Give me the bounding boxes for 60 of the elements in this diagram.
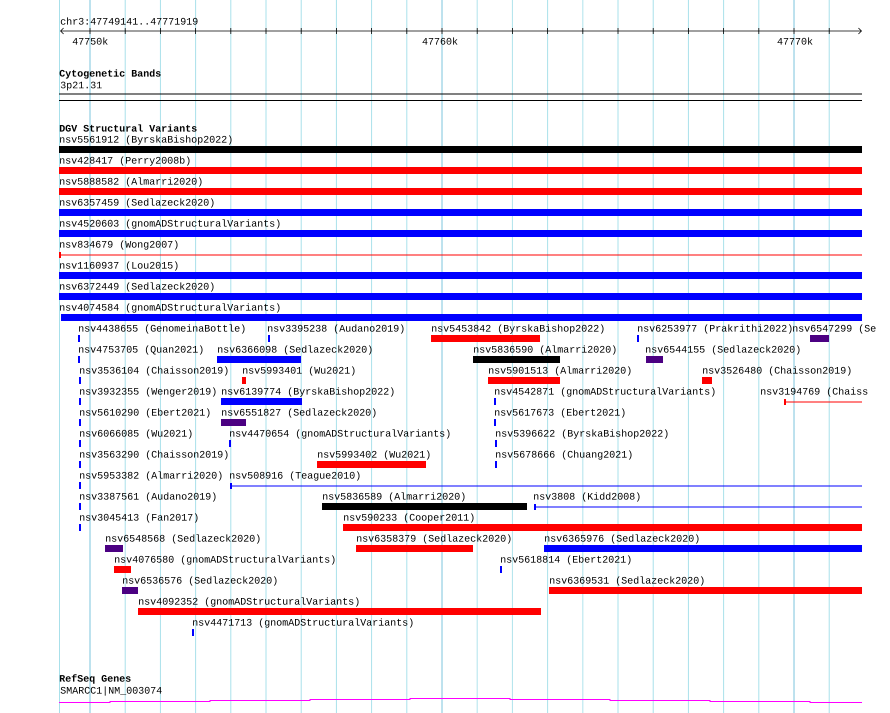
variant-label: nsv5888582 (Almarri2020) <box>60 177 202 187</box>
tick-label: 47750k <box>72 37 108 45</box>
variant-label: nsv5836589 (Almarri2020) <box>323 492 465 502</box>
variant-label: nsv5610290 (Ebert2021) <box>80 408 210 418</box>
variant-label: nsv6547299 (Se <box>793 324 876 334</box>
variant-label: nsv6369531 (Sedlazeck2020) <box>550 576 704 586</box>
variant-label: nsv6139774 (ByrskaBishop2022) <box>222 387 394 397</box>
tick-label: 47760k <box>422 37 458 45</box>
variant-label: nsv3808 (Kidd2008) <box>534 492 640 502</box>
variant-label: nsv5953382 (Almarri2020) <box>80 471 222 481</box>
variant-label: nsv4753705 (Quan2021) <box>79 345 203 355</box>
variant-label: nsv6365976 (Sedlazeck2020) <box>545 534 699 544</box>
variant-label: nsv4520603 (gnomADStructuralVariants) <box>60 219 280 229</box>
track-title: DGV Structural Variants <box>60 124 197 132</box>
variant-label: nsv6366098 (Sedlazeck2020) <box>218 345 372 355</box>
variant-label: nsv4076580 (gnomADStructuralVariants) <box>115 555 335 565</box>
variant-label: nsv6357459 (Sedlazeck2020) <box>60 198 214 208</box>
variant-label: nsv3387561 (Audano2019) <box>80 492 216 502</box>
variant-label: nsv6358379 (Sedlazeck2020) <box>357 534 511 544</box>
variant-label: nsv6551827 (Sedlazeck2020) <box>222 408 376 418</box>
gene-label: SMARCC1|NM_003074 <box>60 686 162 696</box>
band-label: 3p21.31 <box>60 82 102 90</box>
variant-label: nsv6253977 (Prakrithi2022) <box>638 324 792 334</box>
variant-label: nsv6536576 (Sedlazeck2020) <box>123 576 277 586</box>
track-title: RefSeq Genes <box>60 674 131 684</box>
variant-label: nsv3536104 (Chaisson2019) <box>80 366 228 376</box>
position-label: chr3:47749141..47771919 <box>60 17 198 25</box>
variant-label: nsv3045413 (Fan2017) <box>80 513 198 523</box>
variant-label: nsv5836590 (Almarri2020) <box>474 345 616 355</box>
variant-label: nsv4470654 (gnomADStructuralVariants) <box>230 429 450 439</box>
variant-label: nsv4074584 (gnomADStructuralVariants) <box>60 303 280 313</box>
variant-label: nsv4542871 (gnomADStructuralVariants) <box>495 387 715 397</box>
variant-label: nsv5993401 (Wu2021) <box>243 366 355 376</box>
variant-label: nsv5617673 (Ebert2021) <box>495 408 625 418</box>
variant-label: nsv3395238 (Audano2019) <box>268 324 404 334</box>
variant-label: nsv5561912 (ByrskaBishop2022) <box>60 135 232 145</box>
variant-label: nsv4092352 (gnomADStructuralVariants) <box>139 597 359 607</box>
variant-label: nsv6372449 (Sedlazeck2020) <box>60 282 214 292</box>
variant-label: nsv5901513 (Almarri2020) <box>489 366 631 376</box>
variant-label: nsv3563290 (Chaisson2019) <box>80 450 228 460</box>
variant-label: nsv6548568 (Sedlazeck2020) <box>106 534 260 544</box>
tick-label: 47770k <box>778 37 812 45</box>
variant-label: nsv428417 (Perry2008b) <box>60 156 190 166</box>
variant-label: nsv5678666 (Chuang2021) <box>496 450 632 460</box>
variant-label: nsv508916 (Teague2010) <box>230 471 360 481</box>
variant-label: nsv3194769 (Chaiss <box>761 387 868 397</box>
variant-label: nsv5396622 (ByrskaBishop2022) <box>496 429 668 439</box>
variant-label: nsv1160937 (Lou2015) <box>60 261 178 271</box>
variant-label: nsv6066085 (Wu2021) <box>80 429 192 439</box>
variant-label: nsv590233 (Cooper2011) <box>344 513 474 523</box>
variant-label: nsv5993402 (Wu2021) <box>318 450 430 460</box>
variant-label: nsv834679 (Wong2007) <box>60 240 178 250</box>
variant-label: nsv5618814 (Ebert2021) <box>501 555 631 565</box>
track-title: Cytogenetic Bands <box>60 69 161 79</box>
variant-label: nsv3526480 (Chaisson2019) <box>703 366 851 376</box>
variant-label: nsv4438655 (GenomeinaBottle) <box>79 324 245 334</box>
variant-label: nsv4471713 (gnomADStructuralVariants) <box>193 618 413 628</box>
variant-label: nsv3932355 (Wenger2019) <box>80 387 216 397</box>
variant-label: nsv5453842 (ByrskaBishop2022) <box>432 324 604 334</box>
variant-label: nsv6544155 (Sedlazeck2020) <box>646 345 800 355</box>
